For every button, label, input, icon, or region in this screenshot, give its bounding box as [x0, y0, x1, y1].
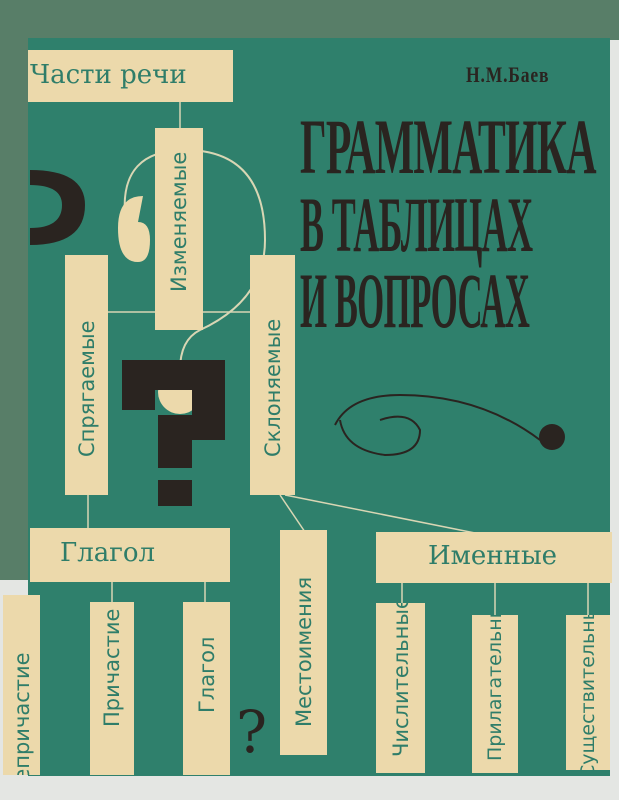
connector-line [280, 495, 305, 532]
verb-item-label: Деепричастие [10, 652, 34, 775]
conjugated-label: Спрягаемые [75, 320, 99, 457]
pronouns-bar: Местоимения [280, 530, 327, 755]
title-line-3: И ВОПРОСАХ [300, 262, 529, 340]
small-question-mark-icon: ? [236, 698, 267, 766]
title-line-2: В ТАБЛИЦАХ [300, 186, 533, 264]
nominal-item-bar: Существительные [566, 615, 610, 770]
nominal-item-bar: Прилагательные [472, 615, 518, 773]
verb-group-label: Глагол [60, 540, 155, 566]
verb-item-bar: Причастие [90, 602, 134, 775]
declined-bar: Склоняемые [250, 255, 295, 495]
verb-item-bar: Деепричастие [3, 595, 40, 775]
verb-group-box: Глагол [30, 528, 230, 582]
title-line-1: ГРАММАТИКА [300, 108, 596, 186]
root-label: Части речи [30, 62, 187, 88]
verb-item-bar: Глагол [183, 602, 230, 775]
changeable-bar: Изменяемые [155, 128, 203, 330]
swirl-question-mark-icon [335, 395, 540, 440]
author-name: Н.М.Баев [466, 62, 549, 88]
verb-item-label: Причастие [100, 609, 124, 727]
question-mark-fragment-icon [30, 170, 85, 245]
nominal-item-label: Числительные [389, 603, 413, 757]
verb-item-label: Глагол [195, 637, 219, 713]
connector-line [285, 495, 475, 533]
nominal-group-label: Именные [428, 543, 557, 569]
nominal-group-box: Именные [376, 532, 612, 583]
declined-label: Склоняемые [261, 319, 285, 457]
nominal-item-label: Прилагательные [484, 615, 506, 761]
nominal-item-label: Существительные [577, 615, 599, 770]
root-box: Части речи [28, 50, 233, 102]
changeable-label: Изменяемые [167, 152, 191, 292]
big-question-mark-icon [122, 360, 225, 468]
conjugated-bar: Спрягаемые [65, 255, 108, 495]
pronouns-label: Местоимения [292, 577, 316, 727]
nominal-item-bar: Числительные [376, 603, 425, 773]
